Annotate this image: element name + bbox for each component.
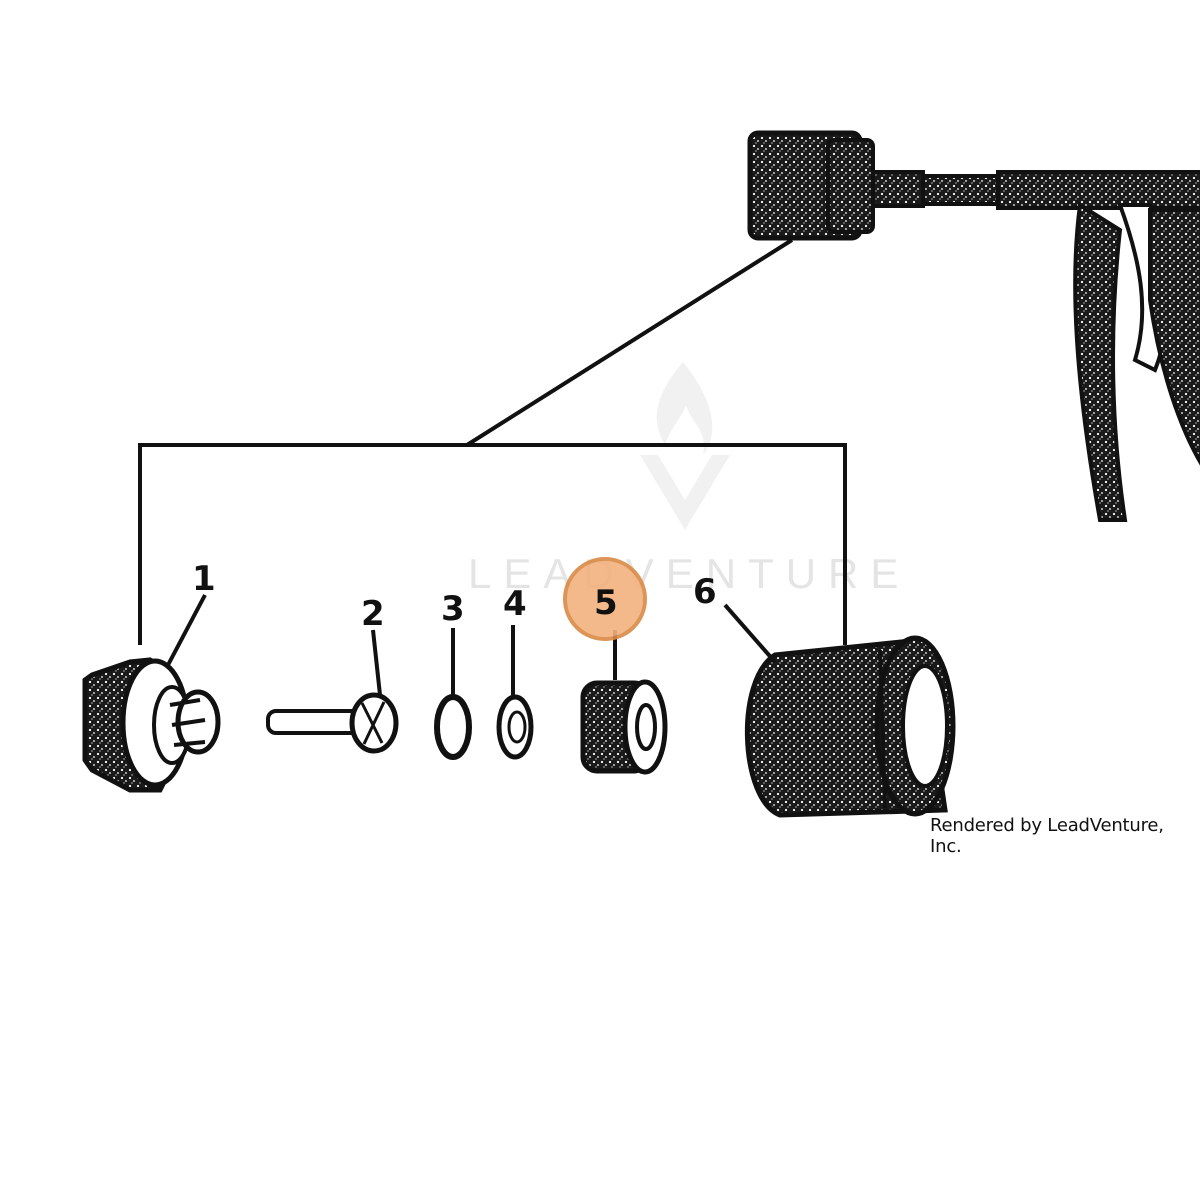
callout-1[interactable]: 1: [192, 559, 216, 599]
gun-leader-line: [465, 238, 794, 447]
credit-text: Rendered by LeadVenture, Inc.: [930, 815, 1164, 857]
callout-6[interactable]: 6: [693, 572, 717, 612]
pin-screw-icon: [266, 692, 399, 754]
o-ring-icon: [434, 694, 472, 760]
knurled-nut-icon: [580, 679, 668, 775]
callout-5[interactable]: 5: [594, 583, 618, 623]
leader-6: [723, 603, 777, 664]
highlight-circle: [563, 557, 647, 641]
watermark-logo-icon: [640, 362, 730, 530]
leader-2: [371, 629, 382, 696]
assembly-bracket: [138, 443, 847, 645]
callout-2[interactable]: 2: [361, 594, 385, 634]
callout-4[interactable]: 4: [503, 584, 527, 624]
callout-3[interactable]: 3: [441, 589, 465, 629]
leader-1: [166, 594, 207, 666]
spray-gun-icon: [747, 130, 1200, 522]
washer-icon: [496, 694, 534, 760]
nozzle-cap-icon: [744, 635, 956, 818]
nozzle-body-icon: [82, 657, 221, 793]
watermark-text: LEADVENTURE: [468, 550, 910, 597]
